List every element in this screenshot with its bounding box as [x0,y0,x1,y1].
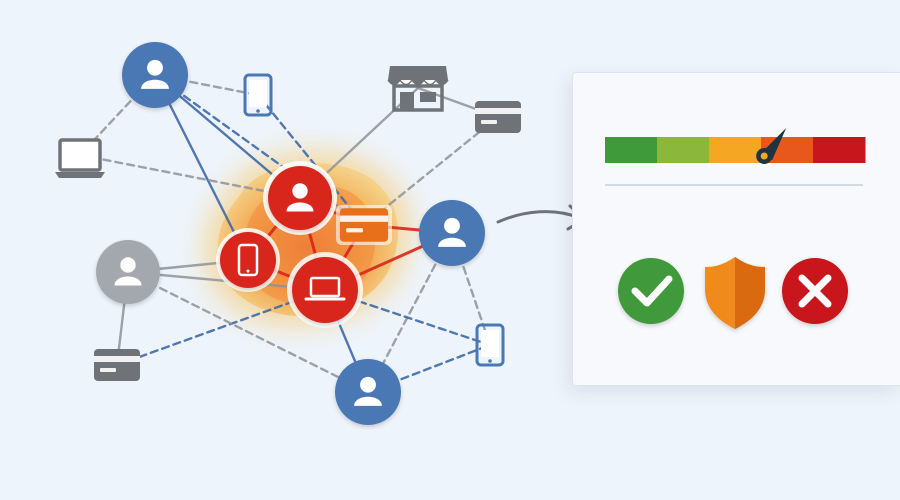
network-link [153,73,366,227]
network-link [78,153,302,200]
phone-icon [475,323,505,367]
network-nodes [55,42,521,425]
decision-outcomes [618,257,848,329]
gauge-segment [605,137,658,163]
flagged-user-icon [263,161,337,235]
laptop-icon [55,138,105,178]
user-icon [122,42,188,108]
flagged-credit-card-icon [336,205,392,245]
checkmark-icon [618,258,684,324]
network-link [366,343,492,394]
risk-score-gauge [605,128,866,164]
shield-icon [705,257,765,329]
gauge-segment [709,137,762,163]
gauge-segment [813,137,866,163]
credit-card-icon [475,101,521,133]
gauge-segment [657,137,710,163]
risk-decision-panel [572,72,900,386]
user-icon [419,200,485,266]
phone-icon [243,73,273,117]
network-link [126,270,370,394]
x-icon [782,258,848,324]
network-link [153,73,250,262]
gauge-needle [756,128,787,164]
credit-card-icon [94,349,140,381]
storefront-icon [387,66,449,112]
user-icon [335,359,401,425]
network-link [256,93,366,227]
flagged-phone-icon [216,228,280,292]
user-icon [96,240,160,304]
flagged-laptop-icon [287,252,363,328]
